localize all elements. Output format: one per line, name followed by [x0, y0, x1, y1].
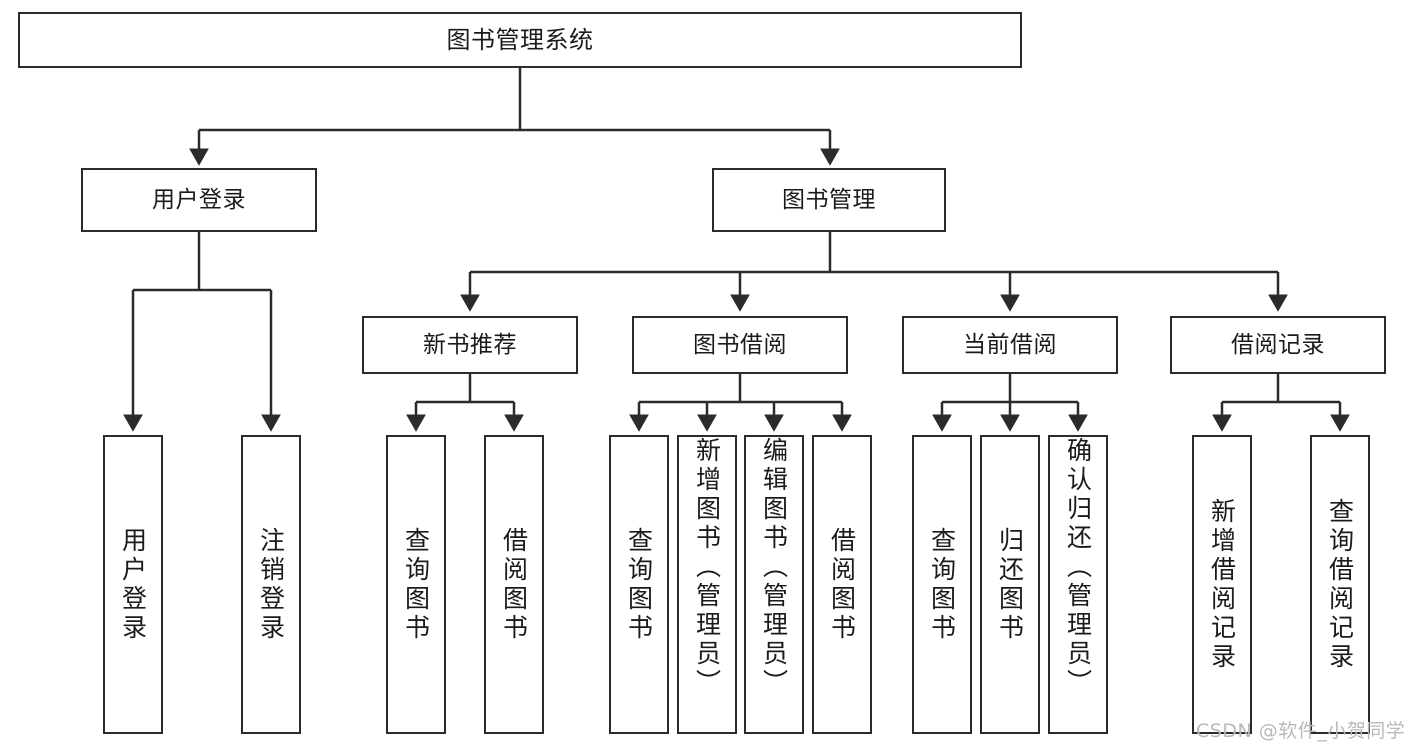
leaf-current-confirm-return[interactable]: 确认归还（管理员）	[1048, 435, 1108, 734]
leaf-borrow-query-book-label: 查询图书	[624, 526, 654, 643]
node-borrow-record-label: 借阅记录	[1231, 331, 1325, 358]
node-new-book-recommend-label: 新书推荐	[423, 331, 517, 358]
node-book-borrow[interactable]: 图书借阅	[632, 316, 848, 374]
leaf-current-query-book[interactable]: 查询图书	[912, 435, 972, 734]
leaf-current-return-book-label: 归还图书	[995, 526, 1025, 643]
leaf-borrow-add-book-label: 新增图书（管理员）	[692, 437, 722, 698]
leaf-recommend-borrow-book[interactable]: 借阅图书	[484, 435, 544, 734]
leaf-borrow-edit-book[interactable]: 编辑图书（管理员）	[744, 435, 804, 734]
leaf-borrow-borrow-book-label: 借阅图书	[827, 526, 857, 643]
leaf-borrow-edit-book-label: 编辑图书（管理员）	[759, 437, 789, 698]
leaf-borrow-query-book[interactable]: 查询图书	[609, 435, 669, 734]
node-borrow-record[interactable]: 借阅记录	[1170, 316, 1386, 374]
node-current-borrow-label: 当前借阅	[963, 331, 1057, 358]
node-book-management[interactable]: 图书管理	[712, 168, 946, 232]
node-current-borrow[interactable]: 当前借阅	[902, 316, 1118, 374]
node-root[interactable]: 图书管理系统	[18, 12, 1022, 68]
leaf-recommend-query-book-label: 查询图书	[401, 526, 431, 643]
node-user-login-label: 用户登录	[152, 186, 246, 213]
node-user-login[interactable]: 用户登录	[81, 168, 317, 232]
leaf-borrow-add-book[interactable]: 新增图书（管理员）	[677, 435, 737, 734]
csdn-watermark: CSDN @软件_小贺同学	[1196, 720, 1405, 742]
leaf-user-login-label: 用户登录	[118, 526, 148, 643]
node-book-borrow-label: 图书借阅	[693, 331, 787, 358]
leaf-record-query[interactable]: 查询借阅记录	[1310, 435, 1370, 734]
leaf-current-confirm-return-label: 确认归还（管理员）	[1063, 437, 1093, 698]
leaf-logout-label: 注销登录	[256, 526, 286, 643]
node-book-management-label: 图书管理	[782, 186, 876, 213]
leaf-record-query-label: 查询借阅记录	[1325, 497, 1355, 672]
leaf-borrow-borrow-book[interactable]: 借阅图书	[812, 435, 872, 734]
node-root-label: 图书管理系统	[446, 26, 594, 54]
leaf-record-add-label: 新增借阅记录	[1207, 497, 1237, 672]
leaf-current-query-book-label: 查询图书	[927, 526, 957, 643]
leaf-record-add[interactable]: 新增借阅记录	[1192, 435, 1252, 734]
leaf-recommend-borrow-book-label: 借阅图书	[499, 526, 529, 643]
leaf-user-login[interactable]: 用户登录	[103, 435, 163, 734]
node-new-book-recommend[interactable]: 新书推荐	[362, 316, 578, 374]
leaf-logout[interactable]: 注销登录	[241, 435, 301, 734]
leaf-current-return-book[interactable]: 归还图书	[980, 435, 1040, 734]
leaf-recommend-query-book[interactable]: 查询图书	[386, 435, 446, 734]
